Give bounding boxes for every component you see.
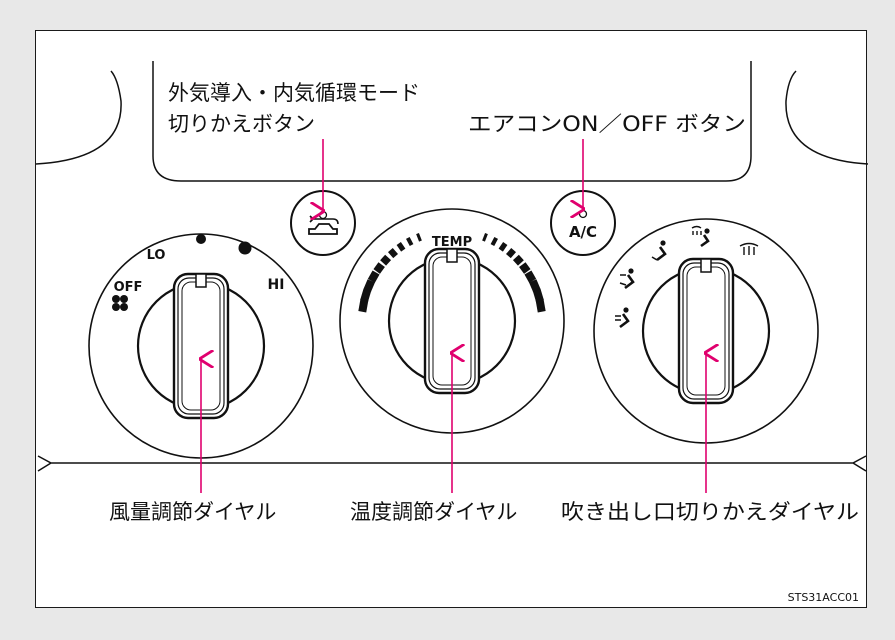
temp-scale-mark-right-8	[490, 237, 498, 246]
temp-scale-mark-right-4	[519, 262, 531, 274]
fan-speed-dot-medium	[196, 234, 206, 244]
temp-scale-mark-left-4	[380, 254, 392, 266]
foot-defrost-icon	[691, 225, 710, 248]
fan-hi-label: HI	[268, 277, 285, 293]
fan-speed-dot-large	[238, 241, 252, 255]
temp-scale-marks	[358, 233, 546, 313]
temp-title: TEMP	[432, 235, 472, 250]
mode-dial-label: 吹き出し口切りかえダイヤル	[561, 500, 859, 524]
diagram-frame: A/C OFF LO HI TEMP	[35, 30, 868, 608]
temp-scale-mark-left-2	[396, 242, 406, 252]
temp-scale-mark-right-5	[512, 254, 524, 266]
foot-vent-icon	[651, 240, 667, 262]
ac-button-label: エアコンON／OFF ボタン	[468, 112, 746, 136]
console-upper-outline	[152, 61, 752, 182]
temp-dial-label: 温度調節ダイヤル	[350, 500, 517, 524]
recirculation-label-line1: 外気導入・内気循環モード	[168, 81, 420, 105]
temp-scale-mark-right-0	[535, 298, 546, 313]
temp-scale-mark-left-3	[387, 248, 399, 259]
temp-scale-mark-right-2	[529, 279, 541, 293]
fan-icon	[112, 295, 128, 311]
callout-lines	[201, 139, 706, 493]
fan-dial-label: 風量調節ダイヤル	[109, 500, 276, 524]
temp-scale-mark-left-7	[363, 279, 375, 293]
temp-scale-mark-right-3	[524, 270, 537, 283]
temp-scale-mark-right-1	[532, 288, 544, 303]
temp-scale-mark-right-9	[482, 233, 488, 242]
figure-code: STS31ACC01	[788, 591, 859, 604]
ac-button-text: A/C	[569, 223, 597, 241]
windshield-defrost-icon	[739, 242, 759, 255]
bi-level-vent-icon	[619, 268, 635, 290]
temp-scale-mark-left-6	[367, 270, 380, 283]
face-vent-icon	[615, 307, 630, 329]
temp-scale-mark-left-1	[406, 237, 414, 246]
fan-lo-label: LO	[147, 248, 166, 263]
temp-scale-mark-left-9	[358, 298, 369, 313]
temp-scale-mark-left-5	[373, 262, 385, 274]
fan-off-label: OFF	[114, 280, 143, 295]
temp-scale-mark-left-0	[416, 233, 422, 242]
ac-control-panel-diagram: A/C OFF LO HI TEMP	[36, 61, 868, 604]
temp-scale-mark-right-6	[505, 248, 517, 259]
recirculation-label-line2: 切りかえボタン	[168, 112, 315, 136]
temp-scale-mark-right-7	[498, 242, 508, 252]
right-vent-arc	[785, 70, 868, 165]
left-vent-arc	[36, 70, 122, 165]
